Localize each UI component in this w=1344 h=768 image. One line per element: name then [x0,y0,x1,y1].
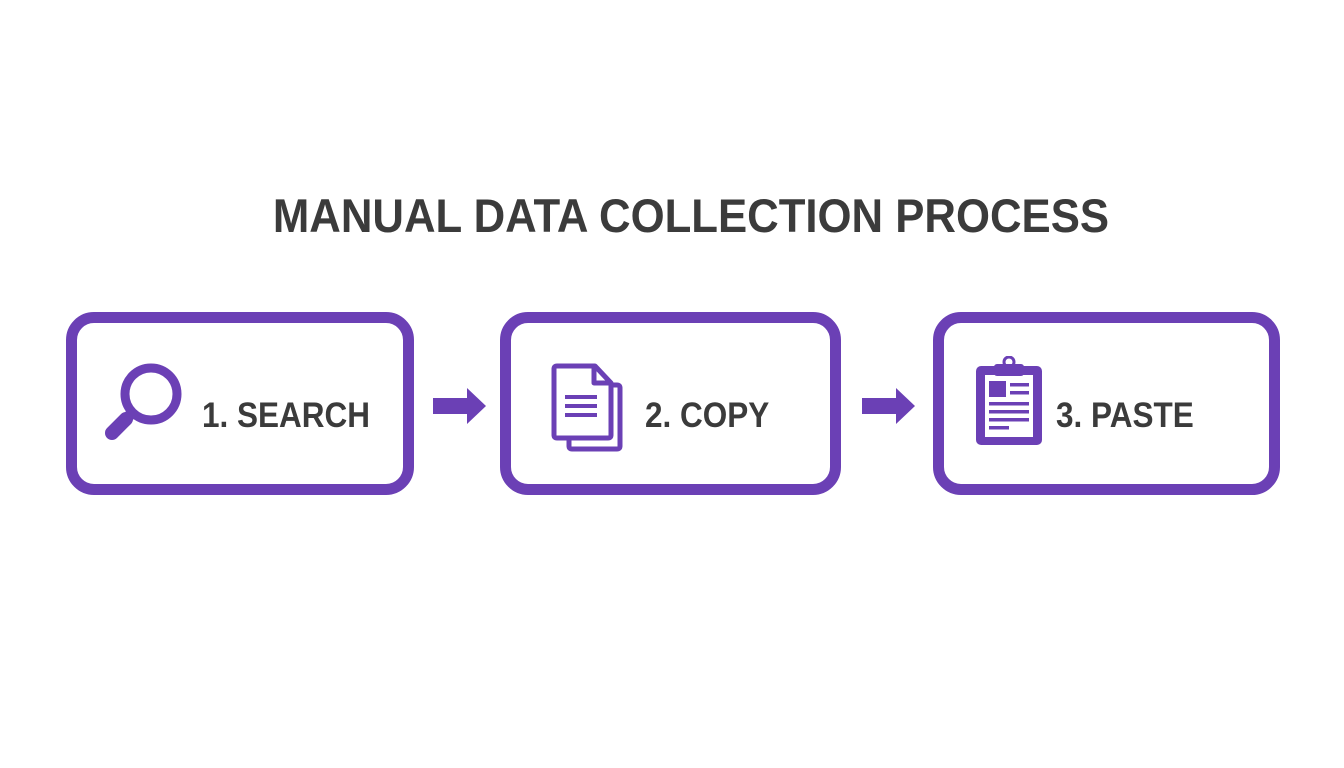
step-search: 1. SEARCH [66,312,414,495]
step-copy: 2. COPY [500,312,841,495]
step-paste: 3. PASTE [933,312,1280,495]
step-label: 2. COPY [645,396,770,435]
copy-documents-icon [551,363,623,452]
arrow-right-icon [862,388,915,424]
diagram-title: MANUAL DATA COLLECTION PROCESS [272,189,1110,242]
magnifying-glass-icon [105,363,182,440]
clipboard-icon [976,356,1042,445]
arrow-right-icon [433,388,486,424]
step-label: 1. SEARCH [202,396,371,435]
step-label: 3. PASTE [1056,396,1194,435]
